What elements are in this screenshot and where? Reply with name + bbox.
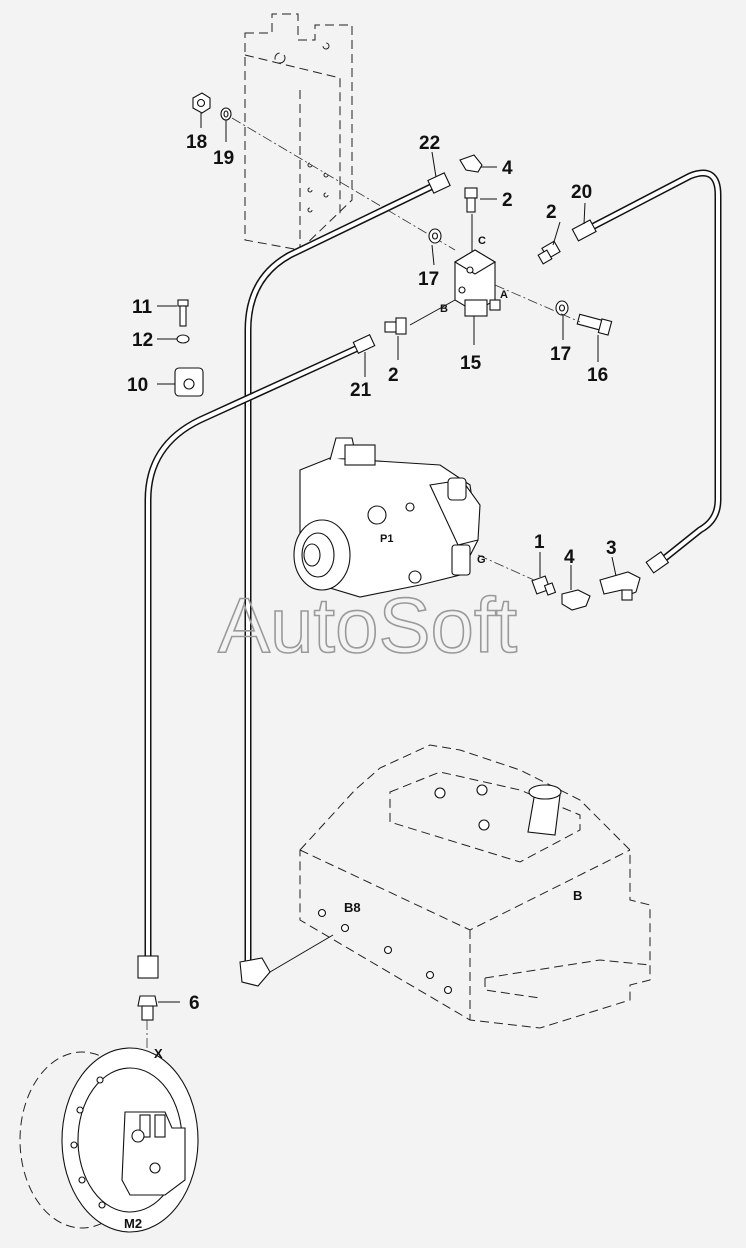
fitting-2-right xyxy=(537,240,561,265)
callout-21: 21 xyxy=(350,380,372,401)
clamp-10 xyxy=(174,367,204,397)
port-g: G xyxy=(477,554,486,566)
callout-2-left: 2 xyxy=(388,365,399,386)
callout-2-top: 2 xyxy=(502,190,513,211)
washer-17-right xyxy=(555,300,569,316)
label-b8: B8 xyxy=(344,900,361,915)
label-p1: P1 xyxy=(380,533,393,545)
callout-4-top: 4 xyxy=(502,158,513,179)
fitting-6 xyxy=(137,995,158,1021)
gearbox-b xyxy=(269,744,651,1029)
callout-17-left: 17 xyxy=(418,269,439,290)
fitting-1 xyxy=(531,575,557,596)
pump-p1 xyxy=(293,437,481,598)
washer-17-left xyxy=(428,228,442,244)
label-m2: M2 xyxy=(124,1216,142,1231)
screw-11 xyxy=(177,299,189,327)
bolt-16 xyxy=(576,313,613,336)
valve-block-15 xyxy=(453,249,501,317)
port-x: X xyxy=(154,1046,163,1061)
leader-lines xyxy=(157,113,617,590)
port-a: A xyxy=(500,289,508,301)
elbow-4-top xyxy=(459,154,483,173)
port-b: B xyxy=(440,303,448,315)
hose-22 xyxy=(239,172,451,987)
callout-20: 20 xyxy=(571,182,592,203)
callout-10: 10 xyxy=(127,375,148,396)
callout-19: 19 xyxy=(213,148,234,169)
tee-3 xyxy=(599,571,641,601)
elbow-4-bottom xyxy=(561,589,591,611)
watermark: AutoSoft xyxy=(218,581,518,669)
hose-21 xyxy=(137,334,376,979)
callout-15: 15 xyxy=(460,353,482,374)
label-b: B xyxy=(573,888,582,903)
callout-18: 18 xyxy=(186,132,207,153)
port-c: C xyxy=(478,235,486,247)
callout-2-right: 2 xyxy=(546,202,557,223)
hose-20 xyxy=(571,169,722,574)
callout-3: 3 xyxy=(606,538,617,559)
fitting-2-top xyxy=(464,187,478,213)
callout-16: 16 xyxy=(587,365,608,386)
callout-4-bottom: 4 xyxy=(564,547,575,568)
callout-6: 6 xyxy=(189,993,200,1014)
nut-18 xyxy=(192,92,211,114)
mounting-bracket xyxy=(244,13,353,251)
washer-12 xyxy=(176,334,190,344)
callout-17-right: 17 xyxy=(550,344,571,365)
washer-19 xyxy=(220,107,232,121)
callout-1: 1 xyxy=(534,532,545,553)
motor-m2 xyxy=(19,1047,199,1233)
fitting-2-left xyxy=(384,317,407,335)
callout-11: 11 xyxy=(132,297,153,318)
callout-12: 12 xyxy=(132,330,153,351)
callout-22: 22 xyxy=(419,133,440,154)
